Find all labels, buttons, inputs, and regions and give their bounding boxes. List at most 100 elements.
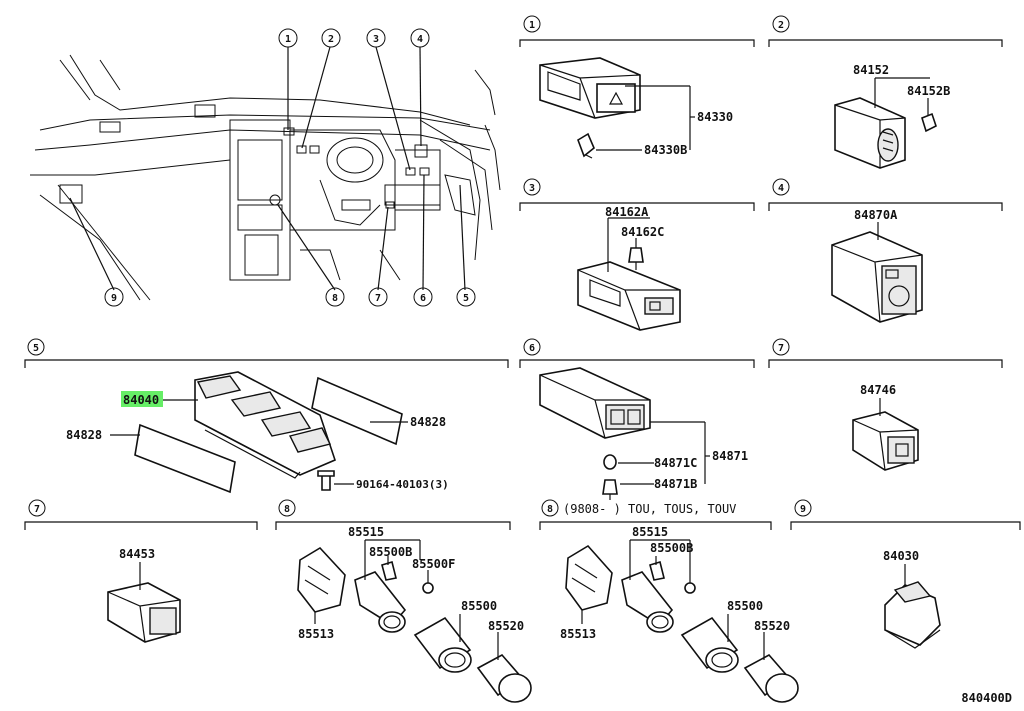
parts-8a: 85515 85500B 85500F 85513 85500 85520 xyxy=(297,525,532,703)
svg-text:9: 9 xyxy=(111,293,117,304)
highlight-84040 xyxy=(121,391,163,407)
section-8b-note: (9808- ) TOU, TOUS, TOUV xyxy=(563,502,736,516)
bulb-84330b[interactable] xyxy=(577,132,595,159)
part-84162A[interactable]: 84162A xyxy=(605,205,649,219)
switch-84162a[interactable] xyxy=(577,261,681,331)
svg-text:6: 6 xyxy=(529,343,535,354)
part-84152[interactable]: 84152 xyxy=(853,63,889,77)
knob-85520-a[interactable] xyxy=(476,653,532,703)
section-7a-callout: 7 xyxy=(772,338,790,356)
section6-leaders xyxy=(618,421,710,485)
section-3-callout: 3 xyxy=(523,178,541,196)
bulb-84871c[interactable] xyxy=(603,454,617,470)
dimmer-switch[interactable] xyxy=(834,97,906,169)
bulb-84871b[interactable] xyxy=(602,479,618,500)
callout-3: 3 xyxy=(366,28,386,48)
holder-85513-a[interactable] xyxy=(297,546,346,613)
hazard-switch[interactable] xyxy=(539,57,641,119)
svg-text:1: 1 xyxy=(529,20,535,31)
socket-85515-a[interactable] xyxy=(354,571,407,633)
section-1-callout: 1 xyxy=(523,15,541,33)
switch-84453[interactable] xyxy=(107,582,181,643)
callout-2: 2 xyxy=(321,28,341,48)
part-84828-right[interactable]: 84828 xyxy=(410,415,446,429)
section-8b-callout: 8 xyxy=(541,499,559,517)
power-window-master-switch[interactable] xyxy=(194,371,336,479)
part-85520-a[interactable]: 85520 xyxy=(488,619,524,633)
part-85515-b[interactable]: 85515 xyxy=(632,525,668,539)
diagram-code: 840400D xyxy=(961,691,1012,705)
svg-text:3: 3 xyxy=(373,34,379,45)
part-84330B[interactable]: 84330B xyxy=(644,143,687,157)
part-85500B-b[interactable]: 85500B xyxy=(650,541,693,555)
callout-1: 1 xyxy=(278,28,298,48)
bulb-84162c[interactable] xyxy=(628,247,644,270)
part-84746[interactable]: 84746 xyxy=(860,383,896,397)
bulb-small-b[interactable] xyxy=(684,582,696,594)
parts-8b: 85515 85500B 85513 85500 85520 xyxy=(560,525,799,703)
switch-84746[interactable] xyxy=(852,411,919,471)
svg-text:4: 4 xyxy=(778,183,784,194)
callout-5: 5 xyxy=(456,287,476,307)
holder-85513-b[interactable] xyxy=(565,544,613,611)
svg-text:2: 2 xyxy=(778,20,784,31)
section1-leaders xyxy=(596,85,695,151)
section-4-callout: 4 xyxy=(772,178,790,196)
knob-85520-b[interactable] xyxy=(743,653,799,703)
bulb-85500f-a[interactable] xyxy=(422,582,434,594)
svg-text:4: 4 xyxy=(417,34,423,45)
part-84871B[interactable]: 84871B xyxy=(654,477,697,491)
switch-84871[interactable] xyxy=(539,367,651,439)
part-84162C[interactable]: 84162C xyxy=(621,225,664,239)
part-84040[interactable]: 84040 xyxy=(123,393,159,407)
part-85520-b[interactable]: 85520 xyxy=(754,619,790,633)
section5-leaders xyxy=(110,399,408,485)
svg-text:8: 8 xyxy=(547,504,553,515)
dashboard-overview xyxy=(30,54,501,301)
part-85500F-a[interactable]: 85500F xyxy=(412,557,455,571)
svg-text:8: 8 xyxy=(332,293,338,304)
screw-90164[interactable] xyxy=(317,470,335,491)
overview-callouts: 1 2 3 4 5 6 7 8 9 xyxy=(104,28,476,307)
callout-9: 9 xyxy=(104,287,124,307)
part-85500B-a[interactable]: 85500B xyxy=(369,545,412,559)
part-84030[interactable]: 84030 xyxy=(883,549,919,563)
part-84330[interactable]: 84330 xyxy=(697,110,733,124)
switch-84030[interactable] xyxy=(884,581,941,649)
part-84453[interactable]: 84453 xyxy=(119,547,155,561)
mirror-switch[interactable] xyxy=(831,231,923,323)
part-84871[interactable]: 84871 xyxy=(712,449,748,463)
part-84871C[interactable]: 84871C xyxy=(654,456,697,470)
dashboard-leaders xyxy=(69,46,466,291)
bulb-85500b-b[interactable] xyxy=(649,560,665,581)
lighter-85500-b[interactable] xyxy=(680,616,739,673)
part-85515-a[interactable]: 85515 xyxy=(348,525,384,539)
svg-text:5: 5 xyxy=(463,293,469,304)
lighter-85500-a[interactable] xyxy=(413,616,472,673)
socket-85515-b[interactable] xyxy=(621,571,674,633)
callout-8: 8 xyxy=(325,287,345,307)
part-90164[interactable]: 90164-40103(3) xyxy=(356,478,449,491)
part-85513-a[interactable]: 85513 xyxy=(298,627,334,641)
callout-4: 4 xyxy=(410,28,430,48)
part-85513-b[interactable]: 85513 xyxy=(560,627,596,641)
part-84152B[interactable]: 84152B xyxy=(907,84,950,98)
svg-text:5: 5 xyxy=(33,343,39,354)
tape-84828-right[interactable] xyxy=(311,376,403,446)
part-85500-a[interactable]: 85500 xyxy=(461,599,497,613)
part-85500-b[interactable]: 85500 xyxy=(727,599,763,613)
bulb-85500b-a[interactable] xyxy=(381,560,397,581)
part-84828-left[interactable]: 84828 xyxy=(66,428,102,442)
section-2-callout: 2 xyxy=(772,15,790,33)
section8a-leaders xyxy=(314,539,499,660)
tape-84828-left[interactable] xyxy=(134,423,236,494)
svg-text:8: 8 xyxy=(284,504,290,515)
svg-text:1: 1 xyxy=(285,34,291,45)
svg-text:9: 9 xyxy=(800,504,806,515)
callout-7: 7 xyxy=(368,287,388,307)
part-84870A[interactable]: 84870A xyxy=(854,208,898,222)
bulb-84152b[interactable] xyxy=(921,112,937,133)
svg-text:2: 2 xyxy=(328,34,334,45)
svg-text:6: 6 xyxy=(420,293,426,304)
